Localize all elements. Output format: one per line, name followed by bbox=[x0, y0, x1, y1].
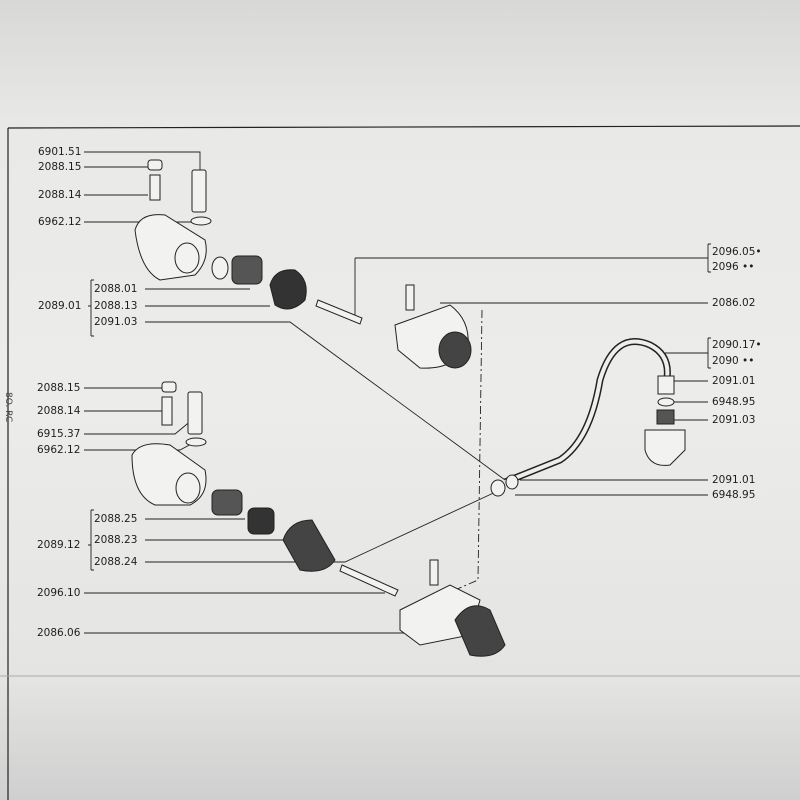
label-2088-14: 2088.14 bbox=[38, 189, 82, 201]
label-2091-01-lower: 2091.01 bbox=[712, 474, 756, 486]
label-2086-06: 2086.06 bbox=[37, 627, 81, 639]
cap-2088-15-upper bbox=[147, 159, 163, 171]
seal-6948-95-lower bbox=[505, 474, 519, 490]
label-6948-95-lower: 6948.95 bbox=[712, 489, 756, 501]
washer-6962-12-lower bbox=[185, 437, 207, 447]
housing-bore-upper bbox=[174, 242, 200, 274]
label-2088-15-lower: 2088.15 bbox=[37, 382, 81, 394]
label-2088-13: 2088.13 bbox=[94, 300, 138, 312]
union-nut-2091-01-right bbox=[657, 375, 675, 395]
pushrod-upper bbox=[315, 299, 363, 325]
boot-end-upper bbox=[438, 331, 472, 369]
housing-bore-lower bbox=[175, 472, 201, 504]
label-2096-10: 2096.10 bbox=[37, 587, 81, 599]
slave-fitting-right bbox=[644, 429, 686, 466]
cap-2088-15-lower bbox=[161, 381, 177, 393]
seal-6948-95-right bbox=[657, 397, 675, 407]
bleed-screw-upper bbox=[149, 174, 161, 201]
pushrod-2096-10 bbox=[339, 564, 399, 597]
label-6948-95-right: 6948.95 bbox=[712, 396, 756, 408]
sleeve-2091-03-right bbox=[656, 409, 675, 425]
label-2096-05: 2096.05• bbox=[712, 246, 762, 258]
label-2090: 2090 •• bbox=[712, 355, 755, 367]
margin-note: 8O. RC bbox=[3, 392, 13, 423]
piston-2088-23 bbox=[247, 507, 275, 535]
label-2088-25: 2088.25 bbox=[94, 513, 138, 525]
boot-2088-24 bbox=[282, 519, 336, 572]
label-2088-01: 2088.01 bbox=[94, 283, 138, 295]
union-nut-2091-01-lower bbox=[490, 479, 506, 497]
boot-2088-13 bbox=[269, 269, 307, 310]
seal-ring-upper bbox=[211, 256, 229, 280]
bolt-6901-51 bbox=[191, 169, 207, 213]
label-2088-14-lower: 2088.14 bbox=[37, 405, 81, 417]
label-2088-23: 2088.23 bbox=[94, 534, 138, 546]
label-2091-03-right: 2091.03 bbox=[712, 414, 756, 426]
spring-2088-25 bbox=[211, 489, 243, 516]
label-6962-12-lower: 6962.12 bbox=[37, 444, 81, 456]
reservoir-fitting-lower bbox=[429, 559, 439, 586]
label-2088-24: 2088.24 bbox=[94, 556, 138, 568]
label-2091-01-right: 2091.01 bbox=[712, 375, 756, 387]
label-2090-17: 2090.17• bbox=[712, 339, 762, 351]
spring-piston-2088-01 bbox=[231, 255, 263, 285]
label-2096: 2096 •• bbox=[712, 261, 755, 273]
label-6962-12: 6962.12 bbox=[38, 216, 82, 228]
bleed-screw-lower bbox=[161, 396, 173, 426]
boot-end-lower bbox=[454, 605, 506, 657]
reservoir-fitting-upper bbox=[405, 284, 415, 311]
brake-pipe-2090 bbox=[503, 338, 671, 486]
label-2088-15: 2088.15 bbox=[38, 161, 82, 173]
label-6915-37: 6915.37 bbox=[37, 428, 81, 440]
label-2086-02: 2086.02 bbox=[712, 297, 756, 309]
label-2091-03: 2091.03 bbox=[94, 316, 138, 328]
label-2089-12: 2089.12 bbox=[37, 539, 81, 551]
frame-top-line bbox=[7, 125, 800, 129]
washer-6962-12-upper bbox=[190, 216, 212, 226]
label-2089-01: 2089.01 bbox=[38, 300, 82, 312]
label-6901-51: 6901.51 bbox=[38, 146, 82, 158]
bolt-6915-37 bbox=[187, 391, 203, 435]
